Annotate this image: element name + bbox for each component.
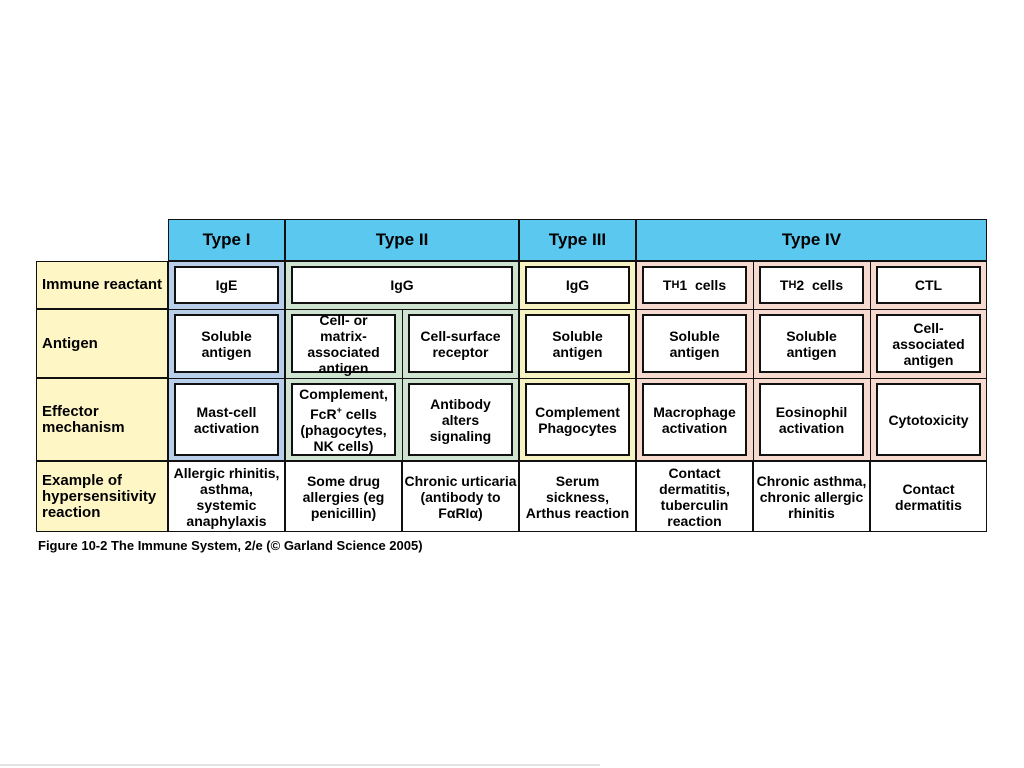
example-type2-urticaria: Chronic urticaria (antibody to FαRIα) xyxy=(402,461,519,532)
fcr-cells: cells xyxy=(341,405,377,422)
antigen-type2-receptor: Cell-surface receptor xyxy=(408,314,513,373)
example-th1: Contact dermatitis, tuberculin reaction xyxy=(636,461,753,532)
immune-reactant-ctl: CTL xyxy=(876,266,981,304)
th1-suffix: 1 cells xyxy=(679,277,727,293)
th2-suffix: 2 cells xyxy=(796,277,844,293)
fcr-superscript: + xyxy=(336,404,342,415)
antigen-type2-matrix: Cell- or matrix-associated antigen xyxy=(291,312,396,376)
effector-t2a-line4: NK cells) xyxy=(313,437,374,454)
example-type3: Serum sickness, Arthus reaction xyxy=(519,461,636,532)
header-type-4: Type IV xyxy=(636,219,987,261)
th1-prefix: T xyxy=(662,277,672,293)
grid-col-line xyxy=(402,309,403,461)
fcr-text: FcR xyxy=(310,405,337,422)
effector-ctl: Cytotoxicity xyxy=(876,383,981,456)
antigen-th1: Soluble antigen xyxy=(642,314,747,373)
hypersensitivity-table: Type I Type II Type III Type IV Immune r… xyxy=(36,219,987,532)
effector-th2: Eosinophil activation xyxy=(759,383,864,456)
effector-t2a-line2: FcR+ cells xyxy=(310,402,377,422)
example-t2b-line2: (antibody to xyxy=(420,488,501,505)
table-corner xyxy=(36,219,168,261)
effector-type1: Mast-cell activation xyxy=(174,383,279,456)
grid-col-line xyxy=(870,261,871,461)
example-type1: Allergic rhinitis, asthma, systemic anap… xyxy=(168,461,285,532)
immune-reactant-type2: IgG xyxy=(291,266,513,304)
figure-caption: Figure 10-2 The Immune System, 2/e (© Ga… xyxy=(38,538,423,553)
effector-type3: Complement Phagocytes xyxy=(525,383,630,456)
effector-th1: Macrophage activation xyxy=(642,383,747,456)
effector-t2a-line1: Complement, xyxy=(299,385,388,402)
header-type-3: Type III xyxy=(519,219,636,261)
grid-row-line xyxy=(168,309,987,310)
antigen-type1: Soluble antigen xyxy=(174,314,279,373)
row-label-example: Example of hypersensitivity reaction xyxy=(36,461,168,532)
immune-reactant-type1: IgE xyxy=(174,266,279,304)
row-label-antigen: Antigen xyxy=(36,309,168,378)
example-ctl: Contact dermatitis xyxy=(870,461,987,532)
antigen-th2: Soluble antigen xyxy=(759,314,864,373)
grid-col-line xyxy=(753,261,754,461)
bottom-rule xyxy=(0,764,600,766)
antigen-type3: Soluble antigen xyxy=(525,314,630,373)
example-type2-drug: Some drug allergies (eg penicillin) xyxy=(285,461,402,532)
effector-type2-complement: Complement, FcR+ cells (phagocytes, NK c… xyxy=(291,383,396,456)
th2-prefix: T xyxy=(779,277,789,293)
effector-t2a-line3: (phagocytes, xyxy=(300,421,387,438)
row-label-effector: Effector mechanism xyxy=(36,378,168,461)
row-label-immune-reactant: Immune reactant xyxy=(36,261,168,309)
example-th2: Chronic asthma, chronic allergic rhiniti… xyxy=(753,461,870,532)
example-t2b-line1: Chronic urticaria xyxy=(404,472,517,489)
header-type-2: Type II xyxy=(285,219,519,261)
antigen-ctl: Cell-associated antigen xyxy=(876,314,981,373)
header-type-1: Type I xyxy=(168,219,285,261)
th2-subscript: H xyxy=(788,279,797,291)
th1-subscript: H xyxy=(671,279,680,291)
effector-type2-signaling: Antibody alters signaling xyxy=(408,383,513,456)
immune-reactant-type3: IgG xyxy=(525,266,630,304)
grid-row-line xyxy=(168,378,987,379)
example-t2b-line3: FαRIα) xyxy=(438,504,483,521)
